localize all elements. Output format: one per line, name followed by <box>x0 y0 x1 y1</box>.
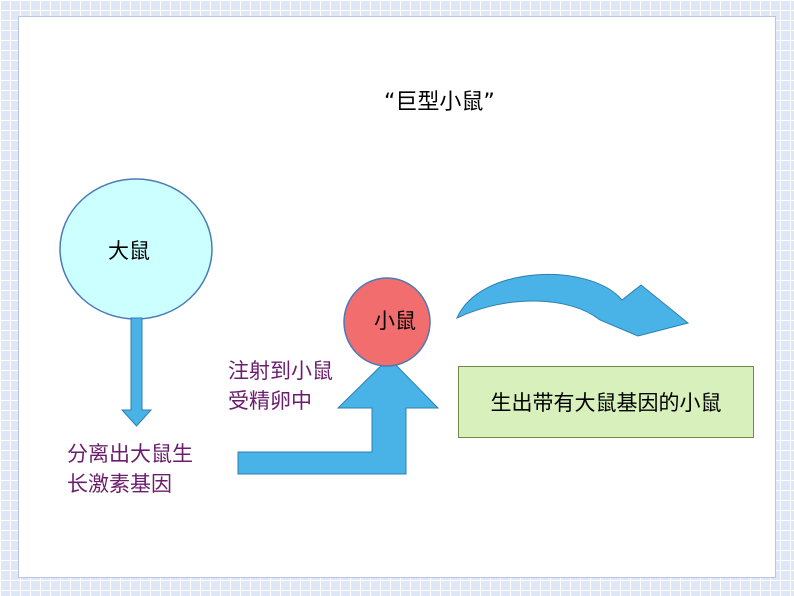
inject-label-line1: 注射到小鼠 <box>228 359 333 383</box>
rat-label: 大鼠 <box>108 239 150 263</box>
down-arrow <box>120 317 153 427</box>
slide-title: “巨型小鼠” <box>384 90 495 115</box>
inject-label-line2: 受精卵中 <box>228 389 312 413</box>
isolate-label-line1: 分离出大鼠生 <box>67 442 193 466</box>
inject-label: 注射到小鼠 受精卵中 <box>228 356 333 416</box>
isolate-label-line2: 长激素基因 <box>67 472 172 496</box>
curved-arrow <box>456 274 690 337</box>
isolate-label: 分离出大鼠生 长激素基因 <box>67 439 193 499</box>
bent-up-arrow <box>237 357 440 475</box>
mouse-node <box>343 277 431 367</box>
result-label: 生出带有大鼠基因的小鼠 <box>490 391 722 415</box>
mouse-label: 小鼠 <box>374 309 416 333</box>
result-box: 生出带有大鼠基因的小鼠 <box>458 366 754 438</box>
